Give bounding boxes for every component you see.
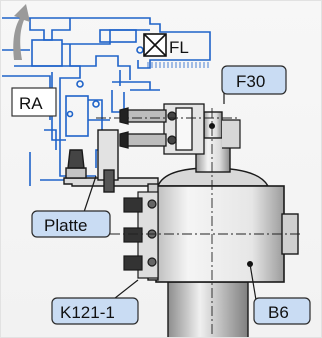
f30-label: F30 (236, 72, 265, 91)
drive-shaft (167, 281, 249, 338)
ra-label: RA (19, 94, 43, 113)
center-lines (96, 108, 302, 338)
up-arrow-icon (13, 4, 30, 60)
b6-label: B6 (268, 303, 289, 322)
glass-hatching (147, 62, 209, 68)
callout-k121: K121-1 (51, 297, 139, 325)
callout-b6: B6 (253, 297, 311, 325)
callout-f30: F30 (221, 65, 287, 95)
fl-label: FL (169, 38, 189, 57)
platte-label: Platte (44, 216, 87, 235)
callout-platte: Platte (31, 210, 111, 238)
f30-bracket (119, 103, 205, 155)
motor-body (155, 167, 299, 283)
fixed-light-symbol (143, 33, 167, 57)
k121-label: K121-1 (60, 303, 115, 322)
ra-box (11, 87, 57, 117)
k121-clamp (123, 191, 159, 279)
